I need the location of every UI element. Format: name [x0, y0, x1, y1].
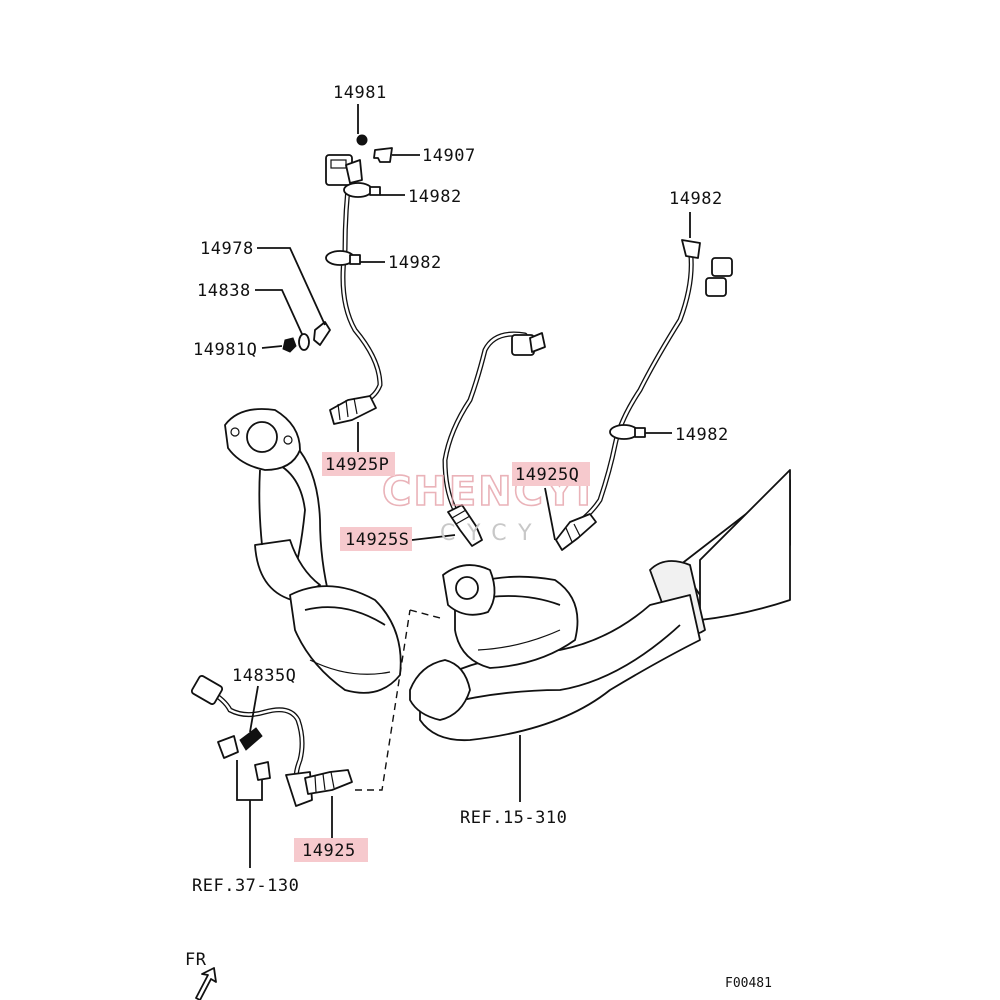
watermark-sub: CYCY — [440, 521, 544, 546]
clip-14982-right-top — [681, 239, 701, 259]
bracket-14907 — [373, 147, 393, 163]
rear-exhaust-pipe-body — [699, 469, 791, 621]
label-ref-15-310[interactable]: REF.15-310 — [460, 808, 567, 828]
connector-14925Q-a — [711, 257, 733, 277]
clip-14982-mid-tab — [349, 254, 361, 265]
label-14925S[interactable]: 14925S — [345, 530, 409, 550]
clip-14982-right — [609, 424, 639, 440]
label-14907[interactable]: 14907 — [422, 146, 476, 166]
clip-14982-upper — [343, 182, 373, 198]
figure-code: F00481 — [725, 976, 772, 991]
label-14925P[interactable]: 14925P — [325, 455, 389, 475]
label-14838[interactable]: 14838 — [197, 281, 251, 301]
label-ref-37-130[interactable]: REF.37-130 — [192, 876, 299, 896]
label-14982-right[interactable]: 14982 — [675, 425, 729, 445]
fr-label: FR — [185, 950, 207, 970]
bracket-14978 — [313, 321, 331, 346]
highlight-14925P — [322, 452, 395, 476]
highlight-14925Q — [512, 462, 590, 486]
front-direction-indicator: FR — [185, 950, 217, 1000]
label-14982-mid[interactable]: 14982 — [388, 253, 442, 273]
sensor-14925P — [329, 395, 377, 425]
exhaust-assembly — [224, 408, 791, 742]
washer-14838 — [298, 333, 310, 351]
left-flange-hole — [246, 421, 278, 453]
right-flange-hole — [455, 576, 479, 600]
highlight-14925S — [340, 527, 412, 551]
label-14925[interactable]: 14925 — [302, 841, 356, 861]
clip-14982-upper-tab — [369, 186, 381, 196]
sensor-14925Q — [555, 513, 597, 551]
reference-dashed-lines — [355, 609, 441, 791]
bracket-37-130-b — [254, 761, 271, 781]
sensor-14925-harness — [190, 675, 353, 807]
highlight-14925 — [294, 838, 368, 862]
label-14925Q[interactable]: 14925Q — [515, 465, 579, 485]
label-14982-upper[interactable]: 14982 — [408, 187, 462, 207]
left-catalytic-converter — [289, 585, 402, 694]
front-elbow-pipe — [409, 659, 471, 721]
bracket-37-130-a — [217, 735, 239, 759]
label-14835Q[interactable]: 14835Q — [232, 666, 296, 686]
sensor-14925Q-harness — [555, 239, 733, 551]
watermark: CHENCYI CYCY — [381, 468, 591, 546]
part-labels: 14981 14907 14982 14982 14978 14838 1498… — [192, 83, 729, 896]
label-14981[interactable]: 14981 — [333, 83, 387, 103]
sensor-14925P-harness — [282, 134, 393, 425]
label-14978[interactable]: 14978 — [200, 239, 254, 259]
connector-lock — [345, 159, 363, 184]
label-14982-right-top[interactable]: 14982 — [669, 189, 723, 209]
bolt-14981 — [356, 134, 368, 146]
connector-14925Q-b — [705, 277, 727, 297]
label-14981Q[interactable]: 14981Q — [193, 340, 257, 360]
sensor-14925S-harness — [442, 331, 546, 547]
connector-14925 — [190, 675, 224, 705]
leader-lines — [236, 104, 691, 868]
nut-14981Q — [282, 337, 297, 353]
sensor-14925 — [304, 769, 353, 795]
fr-arrow-icon — [195, 967, 217, 1000]
